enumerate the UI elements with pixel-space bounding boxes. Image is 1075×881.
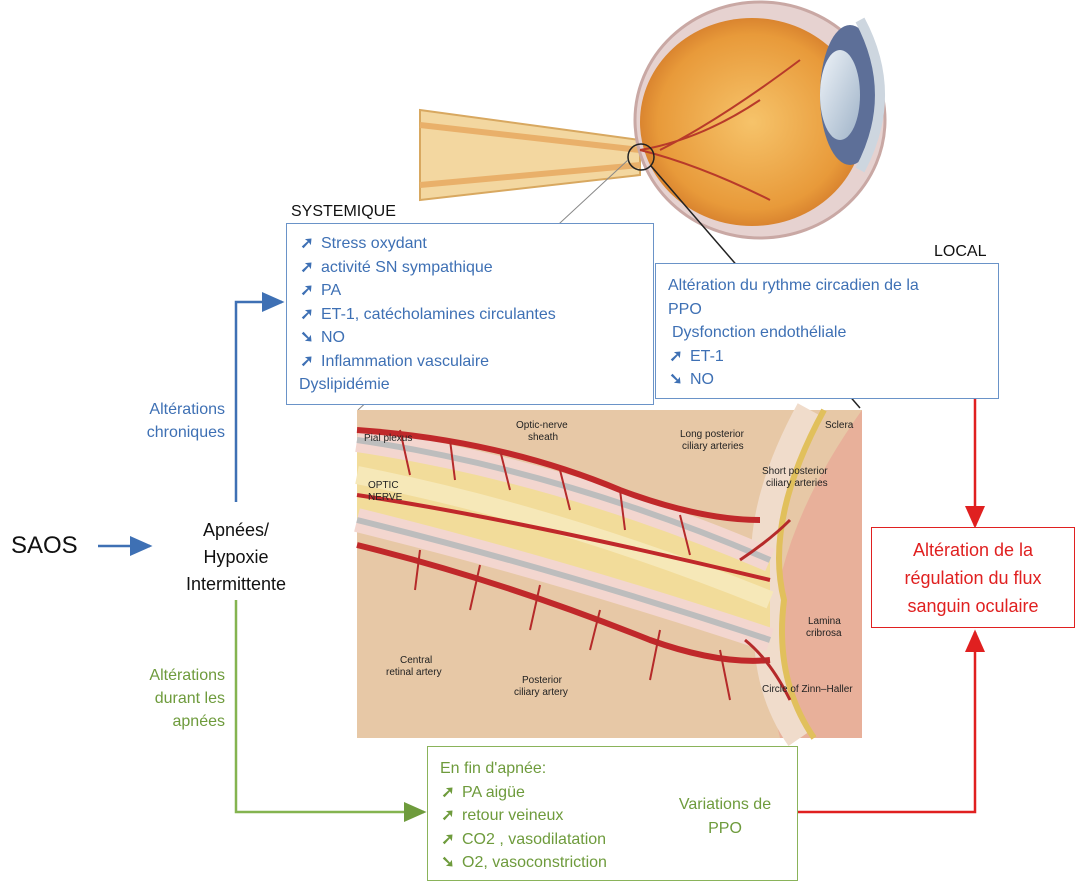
apnea-label-line-1: Altérations [110,664,225,687]
apnea-label-line-3: apnées [110,710,225,733]
label-long-post-2: ciliary arteries [682,441,744,452]
result-line-1: Altération de la [872,536,1074,564]
label-sclera: Sclera [825,420,854,431]
label-lamina-1: Lamina [808,616,841,627]
systemic-list: ➚Stress oxydant ➚activité SN sympathique… [287,224,653,397]
arrow-up-icon: ➚ [299,279,315,303]
result-line-2: régulation du flux [872,564,1074,592]
label-zinn: Circle of Zinn–Haller [762,684,853,695]
label-short-post-1: Short posterior [762,466,828,477]
label-short-post-2: ciliary arteries [766,478,828,489]
systemic-item: Dyslipidémie [299,373,653,397]
label-pial-plexus: Pial plexus [364,433,412,444]
arrow-chronic [236,302,282,502]
apnea-line-1: Apnées/ [166,517,306,544]
label-posterior-1: Posterior [522,675,563,686]
arrow-down-icon: ➘ [299,326,315,350]
label-sheath-2: sheath [528,432,558,443]
local-line-1: Altération du rythme circadien de la [668,274,998,298]
arrow-down-icon: ➘ [440,851,456,875]
systemic-title: SYSTEMIQUE [291,203,396,221]
apnea-end-box: En fin d'apnée: ➚PA aigüe ➚retour veineu… [427,746,798,881]
systemic-item: ➚ET-1, catécholamines circulantes [299,303,653,327]
arrow-up-icon: ➚ [299,350,315,374]
result-box: Altération de la régulation du flux sang… [871,527,1075,628]
systemic-item: ➚Inflammation vasculaire [299,350,653,374]
result-line-3: sanguin oculaire [872,592,1074,620]
label-optic-nerve-2: NERVE [368,492,403,503]
systemic-box: ➚Stress oxydant ➚activité SN sympathique… [286,223,654,405]
label-long-post-1: Long posterior [680,429,745,440]
ppo-variation-line-1: Variations de [660,793,790,817]
local-item: ➘NO [668,368,998,392]
chronic-alterations-label: Altérations chroniques [120,398,225,444]
local-box: Altération du rythme circadien de la PPO… [655,263,999,399]
arrow-up-icon: ➚ [299,232,315,256]
ppo-variation-label: Variations de PPO [660,793,790,841]
label-posterior-2: ciliary artery [514,687,568,698]
arrow-up-icon: ➚ [299,303,315,327]
apnea-line-3: Intermittente [166,571,306,598]
optic-nerve-illustration: Pial plexus OPTIC NERVE Optic-nerve shea… [357,410,862,738]
arrow-up-icon: ➚ [440,804,456,828]
label-lamina-2: cribrosa [806,628,842,639]
label-central-2: retinal artery [386,667,442,678]
systemic-item: ➚Stress oxydant [299,232,653,256]
chronic-line-1: Altérations [120,398,225,421]
local-title: LOCAL [934,243,986,261]
apnea-end-item: ➘O2, vasoconstriction [440,851,797,875]
apnea-line-2: Hypoxie [166,544,306,571]
local-line-2: PPO [668,298,998,322]
saos-label: SAOS [11,532,78,560]
apnea-hypoxia-node: Apnées/ Hypoxie Intermittente [166,517,306,598]
arrow-up-icon: ➚ [440,781,456,805]
label-optic-nerve-1: OPTIC [368,480,399,491]
apnea-label-line-2: durant les [110,687,225,710]
apnea-alterations-label: Altérations durant les apnées [110,664,225,733]
eyeball-illustration [420,2,885,238]
label-sheath-1: Optic-nerve [516,420,568,431]
systemic-item: ➘NO [299,326,653,350]
local-item: ➚ET-1 [668,345,998,369]
systemic-item: ➚activité SN sympathique [299,256,653,280]
arrow-up-icon: ➚ [299,256,315,280]
label-central-1: Central [400,655,432,666]
arrow-up-icon: ➚ [440,828,456,852]
systemic-item: ➚PA [299,279,653,303]
chronic-line-2: chroniques [120,421,225,444]
ppo-variation-line-2: PPO [660,817,790,841]
apnea-end-title: En fin d'apnée: [440,757,797,781]
arrow-up-icon: ➚ [668,345,684,369]
local-line-3: Dysfonction endothéliale [672,321,998,345]
arrow-down-icon: ➘ [668,368,684,392]
